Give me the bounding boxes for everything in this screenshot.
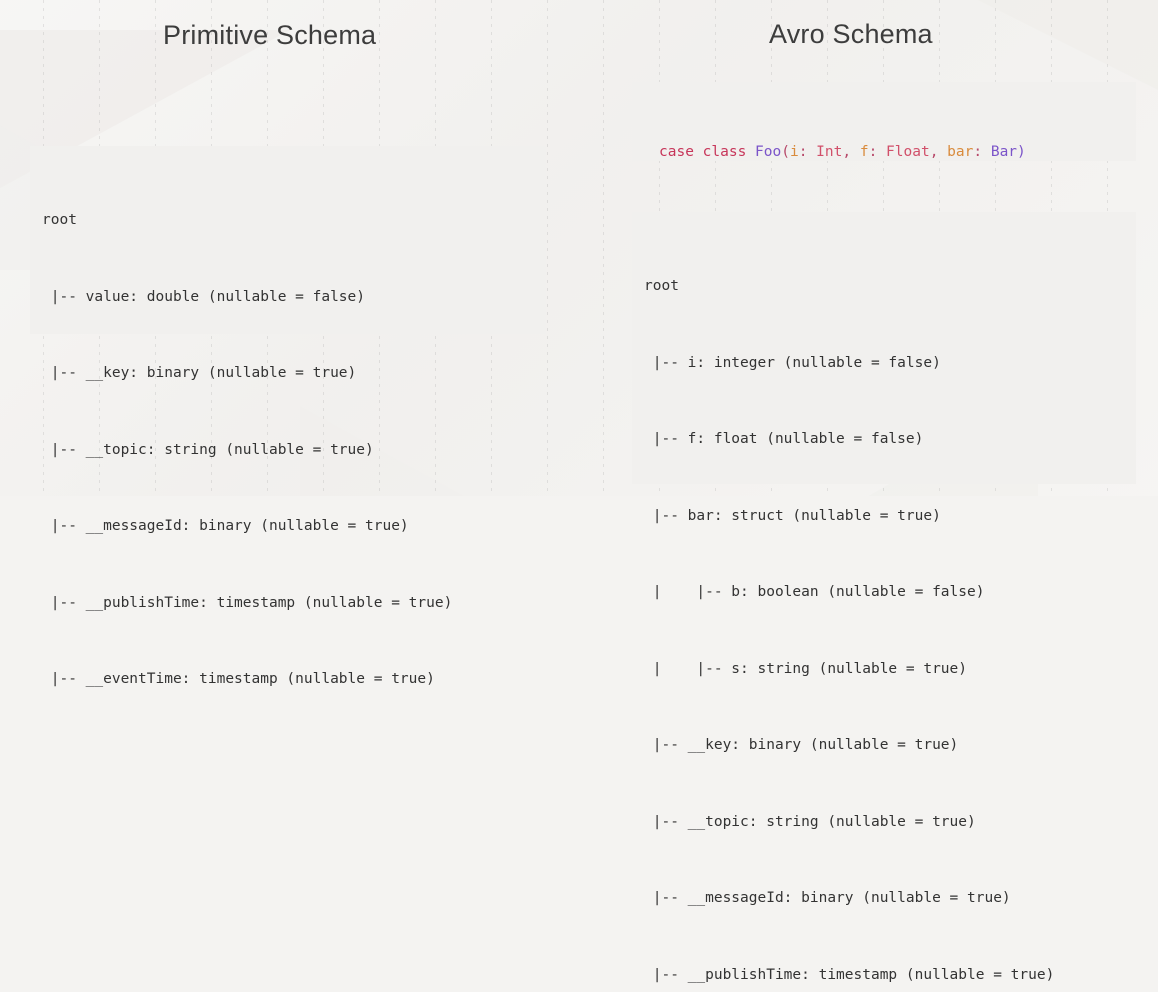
background-dotted-rule xyxy=(547,0,548,496)
scala-punctuation: ) xyxy=(1017,144,1026,160)
schema-line: |-- __publishTime: timestamp (nullable =… xyxy=(644,966,1055,983)
scala-type: Float xyxy=(886,144,930,160)
scala-punctuation: : xyxy=(798,144,817,160)
avro-schema-code-block: root |-- i: integer (nullable = false) |… xyxy=(632,212,1136,983)
scala-punctuation: : xyxy=(868,144,887,160)
schema-line: |-- f: float (nullable = false) xyxy=(644,431,924,447)
avro-scala-code-block: case class Foo(i: Int, f: Float, bar: Ba… xyxy=(632,82,1136,352)
schema-line: |-- i: integer (nullable = false) xyxy=(644,354,941,371)
scala-identifier: i xyxy=(789,144,799,160)
primitive-schema-title: Primitive Schema xyxy=(163,20,377,50)
scala-identifier: bar xyxy=(947,144,974,160)
schema-line: |-- __publishTime: timestamp (nullable =… xyxy=(42,594,453,611)
primitive-schema-code-block: root |-- value: double (nullable = false… xyxy=(30,146,546,687)
schema-line: |-- __messageId: binary (nullable = true… xyxy=(42,518,409,534)
schema-line: |-- __eventTime: timestamp (nullable = t… xyxy=(42,671,435,687)
schema-line: |-- bar: struct (nullable = true) xyxy=(644,507,941,524)
schema-line: |-- __topic: string (nullable = true) xyxy=(42,441,374,458)
scala-class-name: Bar xyxy=(990,144,1018,160)
scala-punctuation: , xyxy=(842,144,860,160)
scala-type: Int xyxy=(816,144,843,160)
schema-line: |-- __topic: string (nullable = true) xyxy=(644,813,976,830)
schema-line: |-- __key: binary (nullable = true) xyxy=(42,365,357,381)
scala-class-name: Foo xyxy=(755,144,782,160)
schema-line: | |-- b: boolean (nullable = false) xyxy=(644,584,985,600)
scala-punctuation: , xyxy=(929,144,948,160)
schema-line: |-- __key: binary (nullable = true) xyxy=(644,737,959,753)
schema-line: | |-- s: string (nullable = true) xyxy=(644,660,968,677)
schema-line: root xyxy=(42,212,77,228)
scala-punctuation: : xyxy=(973,144,991,160)
scala-keyword: case class xyxy=(659,144,756,160)
background-dotted-rule xyxy=(603,0,604,496)
scala-code-line-1: case class Foo(i: Int, f: Float, bar: Ba… xyxy=(659,140,1136,164)
avro-schema-title: Avro Schema xyxy=(769,19,933,49)
background-triangle-5 xyxy=(300,406,500,496)
schema-line: |-- __messageId: binary (nullable = true… xyxy=(644,890,1011,906)
scala-identifier: f xyxy=(859,144,869,160)
schema-line: root xyxy=(644,278,679,294)
scala-punctuation: ( xyxy=(781,144,790,160)
schema-line: |-- value: double (nullable = false) xyxy=(42,288,366,305)
